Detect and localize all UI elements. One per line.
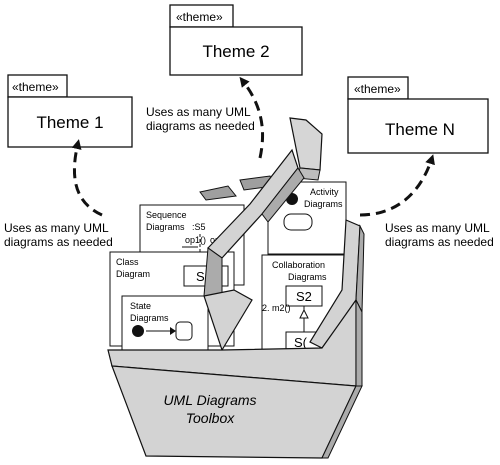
sequence-card-title-2: Diagrams: [146, 222, 185, 232]
collaboration-link-arrow: [299, 308, 309, 319]
sequence-lifeline-name: :S5: [192, 222, 206, 232]
theme-2-name: Theme 2: [202, 42, 269, 61]
palm-edge: [321, 385, 363, 459]
theme-1-body: [7, 96, 133, 148]
activity-node: [283, 213, 313, 231]
index-finger-shade: [261, 167, 305, 223]
state-node: [175, 321, 193, 341]
state-diagram-card: State Diagrams: [121, 295, 209, 361]
collaboration-message: 2. m2(): [262, 303, 291, 313]
palm-knuckle: [203, 289, 253, 352]
theme-1-package: «theme» Theme 1: [7, 74, 133, 148]
theme-n-body: [347, 98, 489, 154]
activity-card-title-2: Diagrams: [304, 199, 343, 209]
state-card-title-1: State: [130, 301, 151, 311]
activity-card-title-1: Activity: [310, 187, 339, 197]
note-right: Uses as many UML diagrams as needed: [385, 221, 494, 249]
note-left-line-1: Uses as many UML: [4, 221, 109, 235]
theme-n-name: Theme N: [385, 120, 455, 139]
state-initial-node: [132, 325, 144, 337]
sequence-card-title-1: Sequence: [146, 210, 187, 220]
arrow-to-theme-1: [71, 139, 103, 217]
note-top-line-1: Uses as many UML: [146, 105, 251, 119]
thumb-tip: [289, 117, 323, 171]
palm-side: [355, 299, 363, 387]
note-left: Uses as many UML diagrams as needed: [4, 221, 113, 249]
state-card-title-2: Diagrams: [130, 313, 169, 323]
theme-2-stereotype: «theme»: [176, 10, 223, 24]
toolbox-label-line-2: Toolbox: [186, 410, 236, 426]
arrow-to-theme-n: [359, 154, 435, 217]
theme-n-stereotype: «theme»: [354, 82, 401, 96]
toolbox-label-line-1: UML Diagrams: [163, 392, 256, 408]
theme-1-name: Theme 1: [36, 113, 103, 132]
note-right-line-2: diagrams as needed: [385, 235, 494, 249]
collaboration-card-title-2: Diagrams: [288, 272, 327, 282]
note-left-line-2: diagrams as needed: [4, 235, 113, 249]
arrow-to-theme-2: [239, 76, 265, 159]
finger-back-1: [199, 185, 237, 201]
note-top: Uses as many UML diagrams as needed: [146, 105, 255, 133]
hand-front: [107, 148, 365, 459]
collaboration-object-2-label: S(: [294, 335, 308, 350]
theme-2-body: [169, 26, 303, 76]
note-top-line-2: diagrams as needed: [146, 119, 255, 133]
theme-1-stereotype: «theme»: [12, 80, 59, 94]
class-card-title-1: Class: [116, 257, 139, 267]
state-transition-arrow: [170, 327, 176, 335]
theme-n-package: «theme» Theme N: [347, 76, 489, 154]
note-right-line-1: Uses as many UML: [385, 221, 490, 235]
collaboration-object-s2-label: S2: [296, 289, 312, 304]
class-card-title-2: Diagram: [116, 269, 150, 279]
sequence-message-2: or: [210, 235, 218, 245]
sequence-message: op1(): [185, 235, 206, 245]
theme-2-package: «theme» Theme 2: [169, 4, 303, 76]
collaboration-card-title-1: Collaboration: [272, 260, 325, 270]
toolbox-label: UML Diagrams Toolbox: [163, 392, 256, 426]
hand-back: [199, 117, 323, 201]
